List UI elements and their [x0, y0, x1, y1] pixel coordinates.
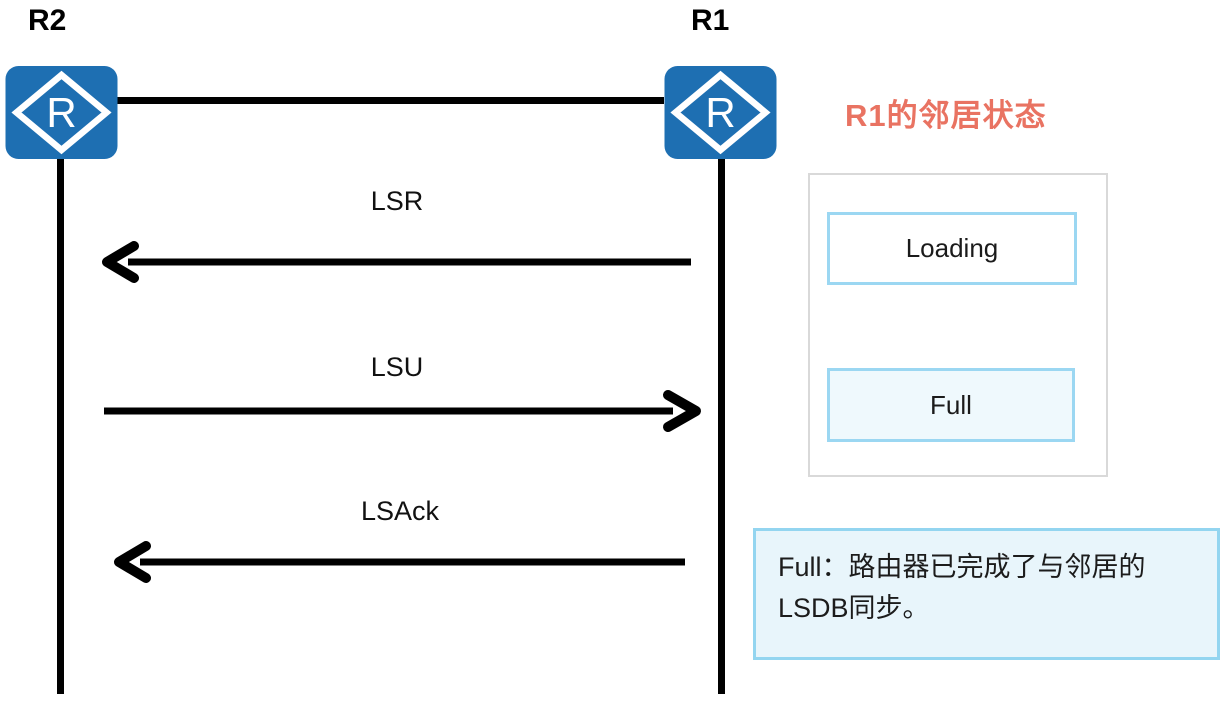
lsack-arrow: [114, 541, 685, 583]
router-icon-r1: R: [664, 66, 777, 159]
state-label-full: Full: [930, 389, 972, 420]
svg-text:R: R: [705, 89, 735, 136]
full-state-note-text: Full：路由器已完成了与邻居的LSDB同步。: [778, 552, 1146, 623]
full-state-note: Full：路由器已完成了与邻居的LSDB同步。: [753, 528, 1220, 660]
state-label-loading: Loading: [905, 233, 999, 263]
message-label-lsack: LSAck: [360, 496, 440, 526]
message-label-lsr: LSR: [370, 186, 424, 216]
message-label-lsu: LSU: [370, 352, 424, 382]
state-box-loading: Loading: [827, 212, 1077, 285]
state-box-full: Full: [827, 368, 1075, 442]
router-icon: R: [664, 66, 777, 159]
neighbor-state-title: R1的邻居状态: [845, 98, 1047, 133]
svg-text:R: R: [46, 89, 76, 136]
router-icon-r2: R: [5, 66, 118, 159]
router-label-r2: R2: [28, 4, 67, 37]
lsu-arrow: [104, 390, 701, 432]
router-icon: R: [5, 66, 118, 159]
lsr-arrow: [102, 241, 691, 283]
router-label-r1: R1: [691, 4, 730, 37]
